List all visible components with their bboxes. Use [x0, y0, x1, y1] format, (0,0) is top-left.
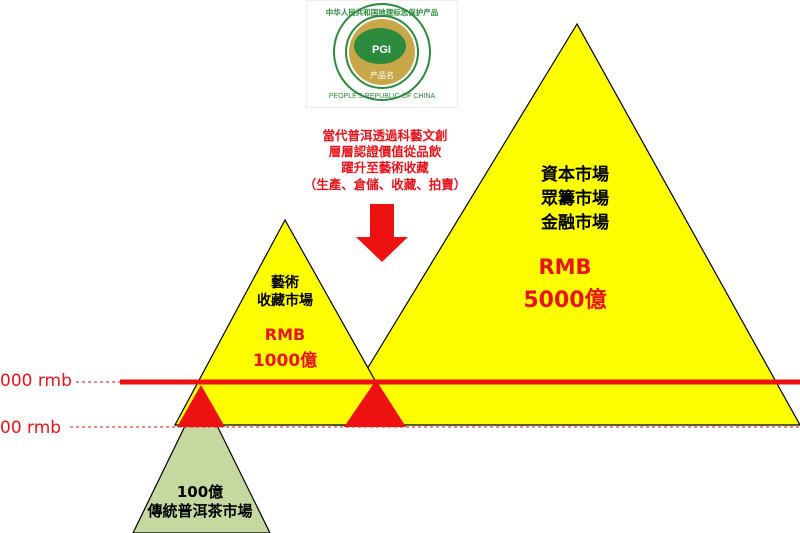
art-title-line-1: 藝術 [271, 275, 299, 291]
art-market-pyramid [173, 218, 402, 426]
pgi-seal: PGI 产品名 中华人民共和国地理标志保护产品 PEOPLE'S REPUBLI… [305, 0, 459, 109]
capital-title-line-3: 金融市場 [541, 213, 609, 233]
capital-amount: 5000億 [523, 288, 607, 313]
art-amount: 1000億 [252, 351, 318, 371]
callout-line-3: 躍升至藝術收藏 [341, 160, 429, 175]
callout-line-2: 層層認證價值從品飲 [328, 144, 442, 159]
callout-line-1: 當代普洱透過科藝文創 [322, 128, 448, 143]
svg-text:PEOPLE'S REPUBLIC OF CHINA: PEOPLE'S REPUBLIC OF CHINA [329, 93, 436, 100]
tea-amount: 100億 [176, 483, 224, 501]
overlap-triangle-right [344, 380, 406, 427]
capital-rmb: RMB [538, 255, 592, 279]
down-arrow-icon [356, 204, 408, 262]
callout-line-4: （生產、倉儲、收藏、拍賣） [303, 177, 467, 192]
art-title-line-2: 收藏市場 [257, 293, 313, 309]
upper-level-label: 000 rmb [0, 371, 72, 391]
svg-text:中华人民共和国地理标志保护产品: 中华人民共和国地理标志保护产品 [326, 7, 439, 17]
tea-market-pyramid [132, 391, 271, 533]
svg-text:产品名: 产品名 [370, 70, 394, 80]
art-rmb: RMB [264, 325, 306, 344]
capital-title-line-1: 資本市場 [541, 165, 609, 185]
overlap-triangle-left [177, 385, 225, 427]
lower-level-label: 00 rmb [0, 418, 62, 438]
svg-text:PGI: PGI [372, 44, 391, 56]
tea-title: 傳統普洱茶市場 [147, 502, 253, 520]
capital-market-pyramid [331, 22, 800, 426]
capital-title-line-2: 眾籌市場 [541, 189, 609, 209]
